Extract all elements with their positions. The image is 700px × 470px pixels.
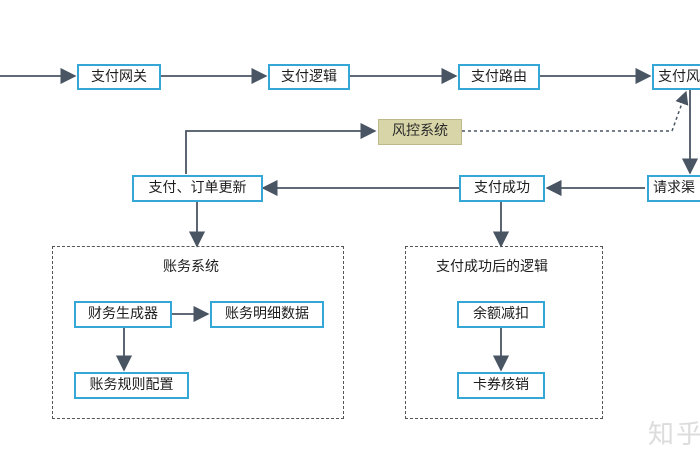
ledger-system-group	[52, 246, 344, 419]
node-payment-logic: 支付逻辑	[268, 64, 350, 90]
after-success-title: 支付成功后的逻辑	[436, 259, 548, 275]
arrow-risk-to-channel	[462, 90, 689, 132]
node-finance-generator: 财务生成器	[74, 301, 172, 328]
node-balance-deduct: 余额减扣	[457, 301, 545, 328]
after-success-group	[405, 246, 603, 419]
node-ledger-detail-data: 账务明细数据	[210, 301, 324, 328]
node-payment-channel: 支付风	[652, 64, 700, 90]
node-payment-routing: 支付路由	[458, 64, 540, 90]
ledger-system-title: 账务系统	[163, 259, 219, 275]
watermark-logo: 知乎	[648, 420, 700, 450]
arrow-update-to-risk	[185, 122, 377, 174]
node-request-channel: 请求渠	[647, 175, 700, 202]
node-coupon-writeoff: 卡券核销	[457, 372, 545, 399]
node-ledger-rule-config: 账务规则配置	[74, 372, 189, 399]
node-risk-control: 风控系统	[378, 119, 462, 145]
node-payment-order-update: 支付、订单更新	[132, 175, 263, 202]
node-payment-success: 支付成功	[459, 175, 545, 202]
node-payment-gateway: 支付网关	[77, 64, 161, 90]
